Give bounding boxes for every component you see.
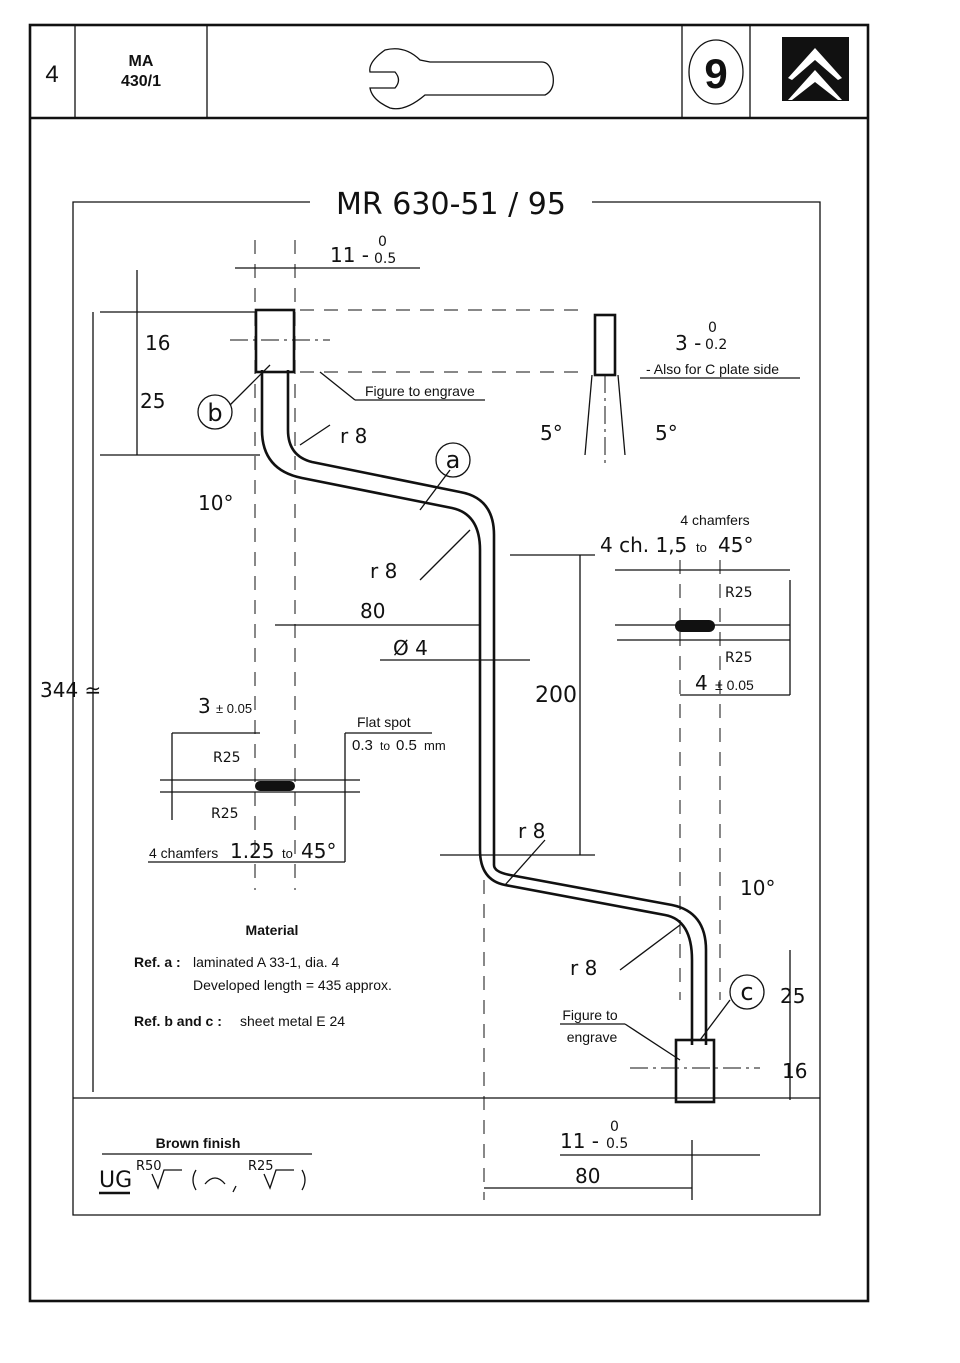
dim-25-bottom: 25 — [780, 984, 805, 1008]
roughness-symbol — [263, 1169, 294, 1190]
also-c-plate-note: - Also for C plate side — [646, 361, 779, 377]
roughness-r25: R25 — [725, 585, 753, 601]
roughness-r25: R25 — [725, 650, 753, 666]
bracket-open — [192, 1169, 197, 1191]
dim-3-left: 3 — [198, 694, 211, 718]
plate-c-top — [584, 313, 626, 465]
page-number: 4 — [45, 61, 58, 88]
dim-3-right-tol-lower: 0.2 — [705, 337, 727, 353]
ref-a-developed-length: Developed length = 435 approx. — [193, 977, 392, 993]
angle-5-left: 5° — [540, 421, 563, 445]
figure-to-engrave-label: Figure to engrave — [365, 383, 475, 399]
chamfers-right-value: 4 ch. 1,5 — [600, 533, 687, 557]
r8-label: r 8 — [570, 956, 597, 980]
engrave-label: engrave — [567, 1029, 618, 1045]
dim-3-right-tol-upper: 0 — [708, 320, 717, 336]
page-frame — [28, 23, 870, 1303]
ref-b-label: b — [207, 399, 222, 427]
dim-25: 25 — [140, 389, 165, 413]
wrench-icon — [369, 48, 554, 110]
ref-bc-material-text: sheet metal E 24 — [240, 1013, 345, 1029]
hidden-and-center-lines — [230, 240, 760, 1200]
chamfers-left-to: to — [282, 846, 293, 861]
drawing-annotations: 11 - 0 0.5 16 25 b a c Figure to engrave… — [40, 234, 807, 1188]
dia-4: Ø 4 — [393, 636, 428, 660]
chamfers-left-angle: 45° — [301, 839, 336, 863]
dim-4: 4 — [695, 671, 708, 695]
flat-section-right — [675, 620, 715, 632]
doc-code-line1: MA — [129, 53, 154, 70]
bracket-close — [301, 1169, 306, 1191]
separator-comma — [232, 1185, 237, 1193]
chamfers-left-label: 4 chamfers — [149, 845, 218, 861]
r8-label: r 8 — [340, 424, 367, 448]
dim-top-tol-lower: 0.5 — [374, 251, 396, 267]
ref-c-callout — [729, 974, 765, 1010]
dimension-lines — [92, 267, 791, 1200]
flat-section-left — [255, 781, 295, 791]
chamfers-right-label: 4 chamfers — [680, 512, 749, 528]
angle-10-top: 10° — [198, 491, 233, 515]
dim-3-right: 3 - — [675, 331, 701, 355]
dim-16: 16 — [145, 331, 170, 355]
flat-spot-label: Flat spot — [357, 714, 411, 730]
dim-bottom-width: 11 - — [560, 1129, 599, 1153]
drawing-frame — [72, 201, 821, 1216]
roughness-r25: R25 — [213, 750, 241, 766]
section-badge: 9 — [688, 39, 744, 105]
doc-code-line2: 430/1 — [121, 73, 161, 90]
ref-a-callout — [435, 442, 471, 478]
material-notes: Material Ref. a : laminated A 33-1, dia.… — [134, 922, 392, 1029]
chamfers-left-value: 1.25 — [230, 839, 275, 863]
ref-bc-material-label: Ref. b and c : — [134, 1013, 222, 1029]
finish-notes: Brown finish UG R50 R25 — [99, 1135, 312, 1195]
citroen-logo — [782, 37, 849, 101]
ref-a-material-label: Ref. a : — [134, 954, 181, 970]
dim-200: 200 — [535, 683, 577, 708]
flat-spot-min: 0.3 — [352, 737, 373, 754]
finish-ug: UG — [99, 1168, 132, 1193]
dim-3-left-tol: ± 0.05 — [216, 701, 252, 716]
chamfers-right-angle: 45° — [718, 533, 753, 557]
flat-spot-unit: mm — [424, 738, 446, 753]
roughness-symbol — [151, 1169, 182, 1190]
chamfers-right-to: to — [696, 540, 707, 555]
dim-344: 344 ≃ — [40, 678, 101, 702]
angle-5-right: 5° — [655, 421, 678, 445]
dim-bottom-tol-upper: 0 — [610, 1119, 619, 1135]
ref-b-callout — [197, 394, 233, 430]
drawing-title: MR 630-51 / 95 — [336, 187, 566, 222]
ref-c-label: c — [740, 978, 753, 1006]
dim-top-tol-upper: 0 — [378, 234, 387, 250]
dim-4-tol: ± 0.05 — [715, 677, 754, 693]
finish-r25: R25 — [248, 1159, 274, 1174]
angle-10-bottom: 10° — [740, 876, 775, 900]
dim-bottom-tol-lower: 0.5 — [606, 1136, 628, 1152]
r8-label: r 8 — [370, 559, 397, 583]
dim-80-mid: 80 — [360, 599, 385, 623]
ref-a-label: a — [446, 446, 461, 474]
figure-to-label: Figure to — [562, 1007, 617, 1023]
finish-heading: Brown finish — [156, 1135, 241, 1151]
roughness-r25: R25 — [211, 806, 239, 822]
section-number: 9 — [704, 50, 727, 97]
r8-label: r 8 — [518, 819, 545, 843]
material-heading: Material — [246, 922, 299, 938]
dim-16-bottom: 16 — [782, 1059, 807, 1083]
finish-wave-symbol — [204, 1177, 226, 1185]
leader-lines — [229, 364, 800, 1061]
rod-profile — [254, 308, 716, 1104]
dim-80-bottom: 80 — [575, 1164, 600, 1188]
ref-a-material-text: laminated A 33-1, dia. 4 — [193, 954, 340, 970]
flat-spot-to: to — [380, 739, 390, 753]
finish-r50: R50 — [136, 1159, 162, 1174]
dim-top-width: 11 - — [330, 243, 369, 267]
flat-spot-max: 0.5 — [396, 737, 417, 754]
